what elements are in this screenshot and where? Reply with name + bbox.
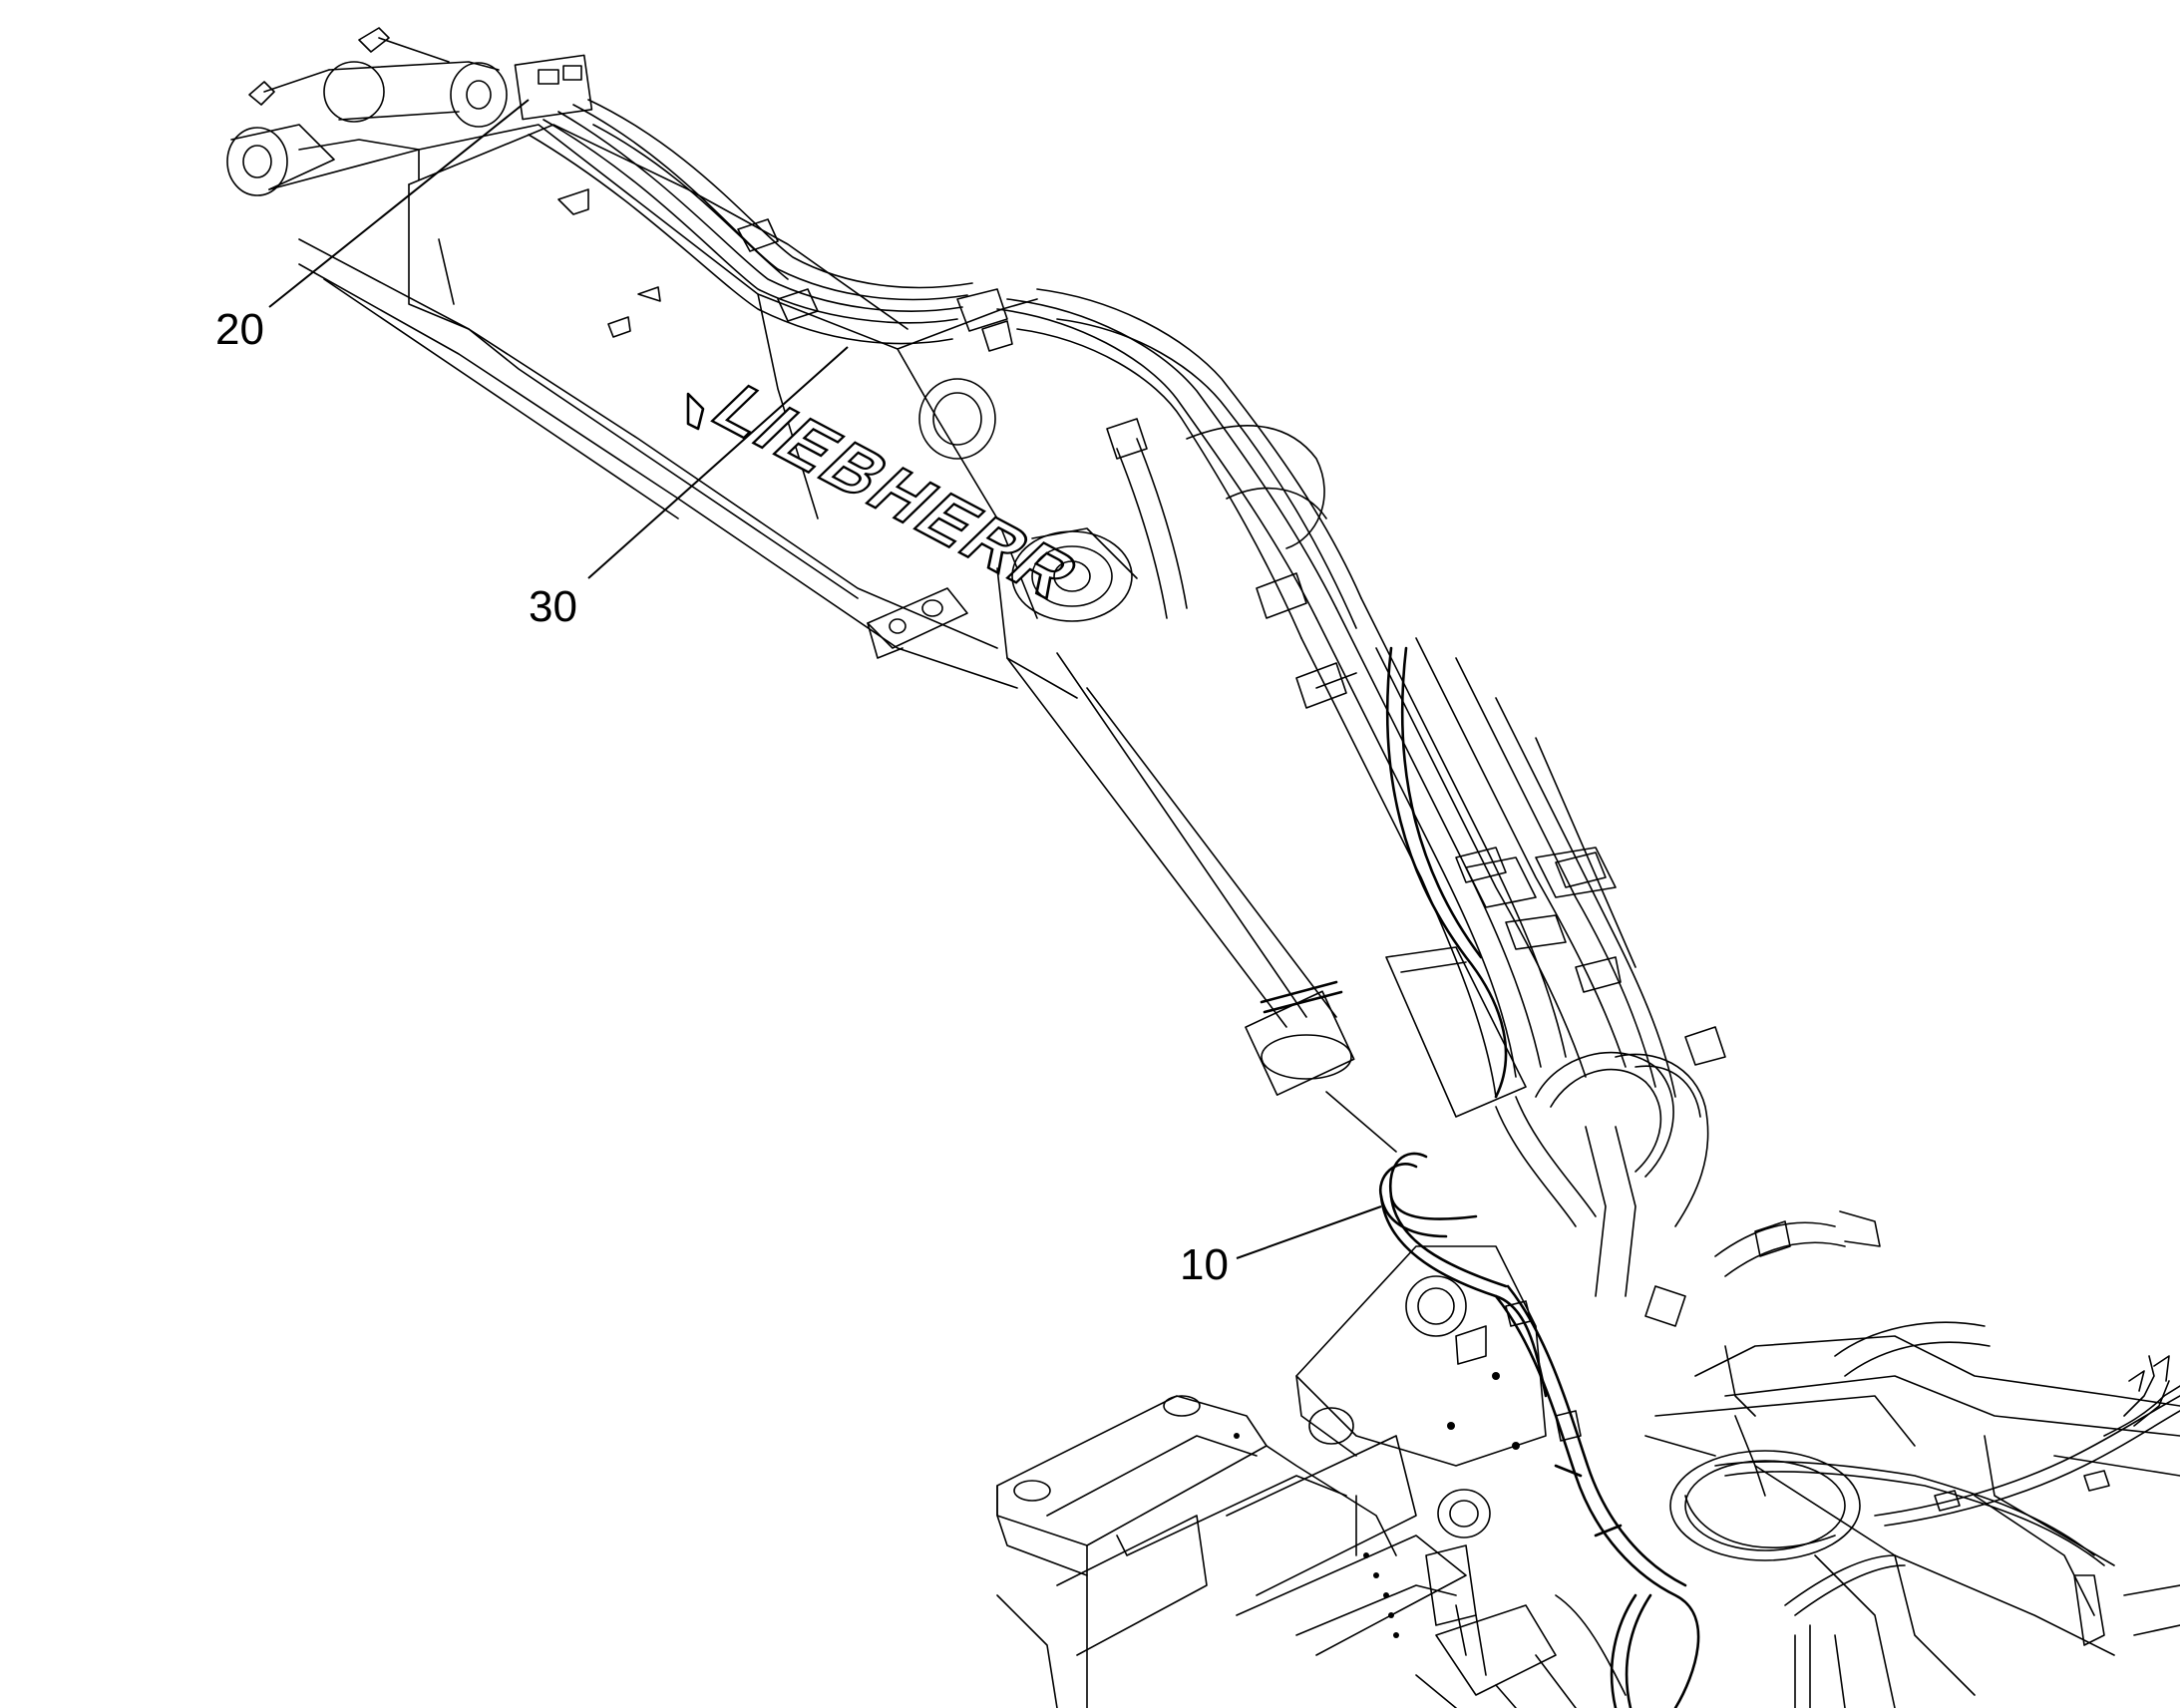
leader-20	[268, 99, 530, 308]
callout-leaders	[268, 99, 1382, 1259]
logo-text: LIEBHERR	[696, 373, 1098, 612]
callout-labels: 20 30 10	[215, 305, 1229, 1289]
boom-foot-mount	[1295, 1245, 1547, 1538]
boom-arm	[268, 124, 1038, 689]
wiring-harness-right	[1714, 1355, 2180, 1708]
callout-10: 10	[1180, 1240, 1229, 1289]
callout-30: 30	[529, 582, 577, 631]
frame-right	[1694, 1321, 2180, 1708]
hose-bundle-lower	[1300, 597, 1676, 1118]
leader-10	[1236, 1205, 1382, 1259]
liebherr-logo: LIEBHERR	[686, 372, 1100, 614]
callout-20: 20	[215, 305, 264, 354]
uppercarriage-frame	[996, 1395, 1627, 1708]
boom-tip-pins	[226, 27, 593, 196]
slewing-ring	[1644, 1395, 1916, 1561]
hose-bundle-curve	[996, 288, 1362, 709]
leader-30	[587, 346, 849, 579]
hose-loops-right	[1495, 1026, 1881, 1327]
boom-cylinder	[996, 527, 1397, 1153]
hose-bundle-upper	[528, 99, 1013, 352]
boom-side-bracket	[867, 587, 968, 659]
